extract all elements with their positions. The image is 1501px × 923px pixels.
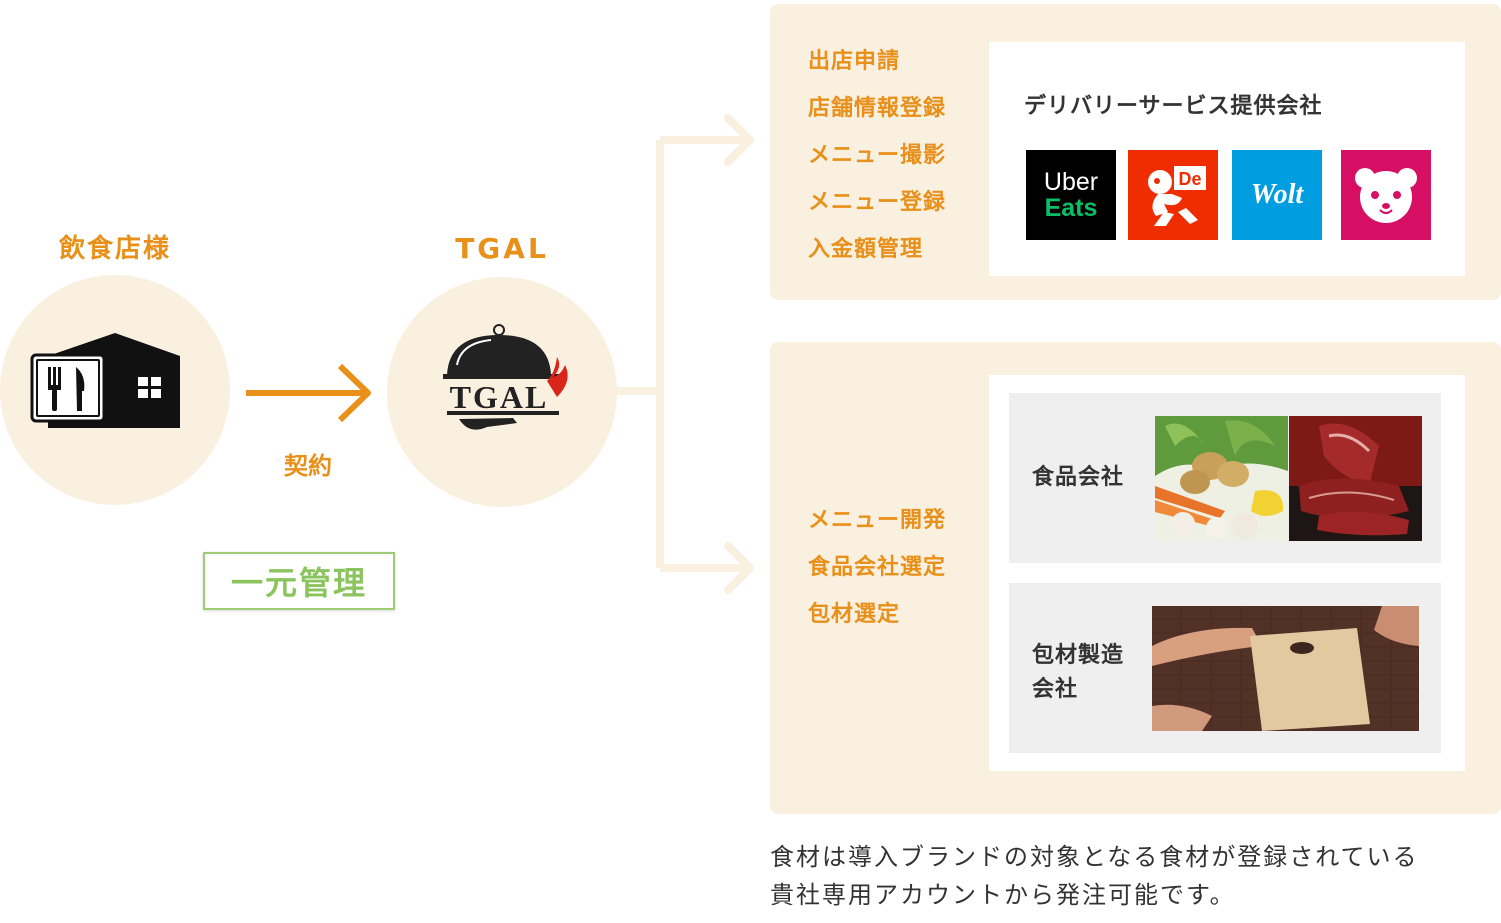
contract-label: 契約 xyxy=(284,452,332,480)
food-company-label: 食品会社 xyxy=(1032,465,1125,490)
demae-can-icon: De xyxy=(1148,166,1206,226)
supply-step: 食品会社選定 xyxy=(808,555,947,580)
supply-step: メニュー開発 xyxy=(808,508,947,533)
delivery-step: メニュー登録 xyxy=(808,190,947,215)
uber-eats-logo: Uber Eats xyxy=(1026,150,1116,240)
delivery-step: 入金額管理 xyxy=(808,237,924,262)
packaging-label-line2: 会社 xyxy=(1032,677,1079,702)
tgal-label: TGAL xyxy=(455,232,549,265)
footnote: 食材は導入ブランドの対象となる食材が登録されている 貴社専用アカウントから発注可… xyxy=(770,838,1419,914)
demae-can-text: De xyxy=(1178,169,1201,189)
foodpanda-logo xyxy=(1341,150,1431,240)
uber-eats-line1: Uber xyxy=(1043,168,1099,196)
delivery-step: メニュー撮影 xyxy=(808,143,947,168)
packaging-photo xyxy=(1152,606,1419,731)
supply-steps: メニュー開発 食品会社選定 包材選定 xyxy=(808,497,946,638)
delivery-step: 店舗情報登録 xyxy=(808,96,947,121)
delivery-step: 出店申請 xyxy=(808,49,901,74)
tgal-logo-icon: TGAL xyxy=(443,324,568,430)
packaging-label-line1: 包材製造 xyxy=(1032,643,1125,668)
footnote-line1: 食材は導入ブランドの対象となる食材が登録されている xyxy=(770,843,1419,871)
tgal-logo-text: TGAL xyxy=(450,379,549,415)
demae-can-logo: De xyxy=(1128,150,1218,240)
vegetables-image xyxy=(1155,416,1288,541)
paper-bag-image xyxy=(1152,606,1419,731)
delivery-companies-title: デリバリーサービス提供会社 xyxy=(1024,94,1323,119)
unified-management-badge: 一元管理 xyxy=(203,552,395,610)
footnote-line2: 貴社専用アカウントから発注可能です。 xyxy=(770,881,1236,909)
panda-icon xyxy=(1355,168,1417,223)
vegetables-photo xyxy=(1155,416,1288,541)
restaurant-icon xyxy=(30,333,180,428)
meat-photo xyxy=(1289,416,1422,541)
supply-step: 包材選定 xyxy=(808,602,901,627)
meat-image xyxy=(1289,416,1422,541)
uber-eats-line2: Eats xyxy=(1044,194,1098,222)
delivery-steps: 出店申請 店舗情報登録 メニュー撮影 メニュー登録 入金額管理 xyxy=(808,38,946,273)
contract-arrow xyxy=(246,363,371,423)
packaging-company-label: 包材製造 会社 xyxy=(1032,639,1124,707)
wolt-text: Wolt xyxy=(1250,179,1304,210)
tgal-circle: TGAL xyxy=(387,277,617,507)
wolt-logo: Wolt xyxy=(1232,150,1322,240)
restaurant-circle xyxy=(0,275,230,505)
restaurant-label: 飲食店様 xyxy=(58,234,171,264)
